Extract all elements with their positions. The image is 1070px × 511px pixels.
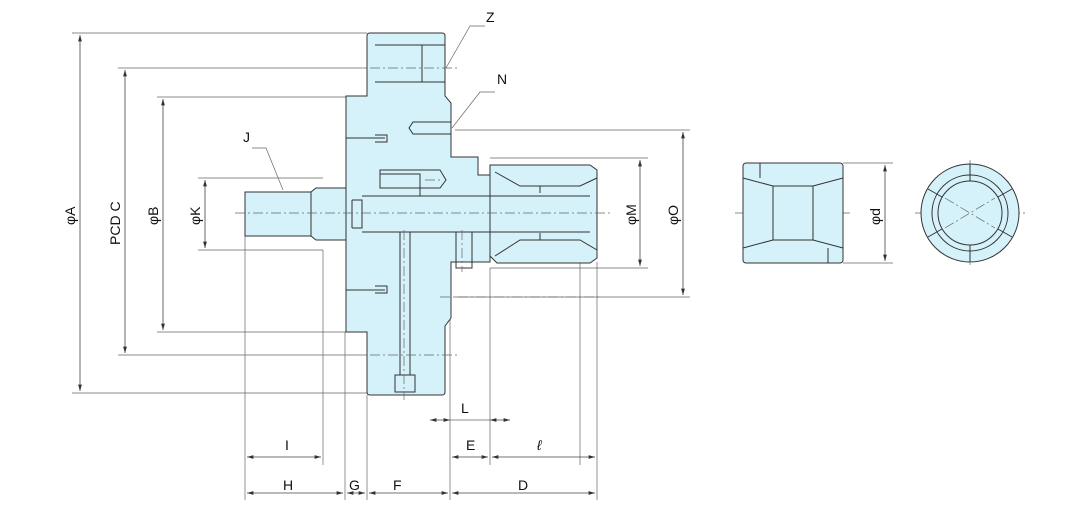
dim-h: H xyxy=(283,477,293,493)
shank-thread xyxy=(244,187,347,241)
dim-f: F xyxy=(393,477,402,493)
dim-b: φB xyxy=(145,207,161,225)
dim-pcd-c: PCD C xyxy=(107,201,123,245)
dim-a: φA xyxy=(62,206,78,225)
label-z: Z xyxy=(486,9,495,25)
collet-nose xyxy=(489,164,598,264)
collet-side-view xyxy=(742,162,844,264)
label-j: J xyxy=(243,129,250,145)
extension-lines xyxy=(72,32,893,500)
label-n: N xyxy=(497,71,507,87)
dim-e: E xyxy=(466,437,475,453)
chuck-body xyxy=(345,32,491,396)
dim-o: φO xyxy=(665,205,681,225)
dim-m: φM xyxy=(623,204,639,225)
dim-l: L xyxy=(461,400,469,416)
dim-d: D xyxy=(518,477,528,493)
dim-ell: ℓ xyxy=(536,437,542,453)
dim-i: I xyxy=(285,437,289,453)
dim-k: φK xyxy=(187,206,203,225)
dim-g: G xyxy=(349,477,360,493)
dim-d-collet: φd xyxy=(867,208,883,225)
collet-end-view xyxy=(920,163,1020,263)
